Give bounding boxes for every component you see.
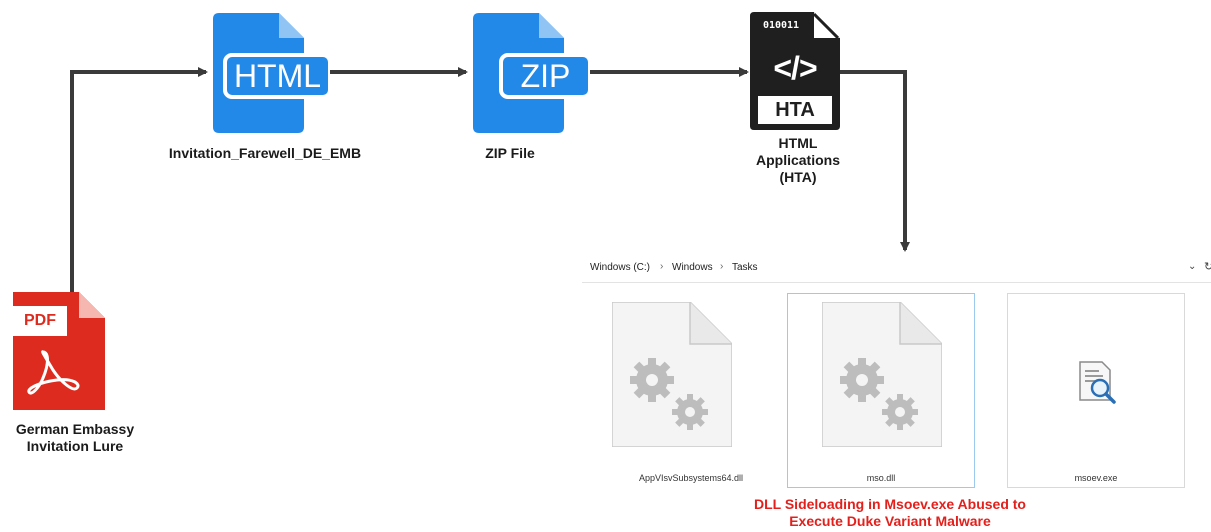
caption-text: DLL Sideloading in Msoev.exe Abused to E… (753, 496, 1026, 529)
html-node-label: Invitation_Farewell_DE_EMB (168, 145, 362, 161)
file-explorer-window: Windows (C:) › Windows › Tasks ⌄ ↻ (582, 253, 1211, 489)
file-name: AppVIsvSubsystems64.dll (638, 473, 744, 483)
pdf-document-icon: PDF (13, 292, 105, 410)
address-bar[interactable]: Windows (C:) › Windows › Tasks ⌄ ↻ (582, 253, 1211, 283)
code-brackets-icon: </> (773, 50, 817, 86)
hta-file-icon: 010011 </> HTA (750, 12, 840, 130)
file-name: mso.dll (866, 473, 896, 483)
chevron-down-icon[interactable]: ⌄ (1188, 261, 1197, 272)
hta-code-text: 010011 (762, 20, 800, 31)
file-item[interactable]: mso.dll (787, 293, 975, 488)
connector-hta-to-explorer (840, 70, 910, 252)
dll-gear-file-icon (612, 302, 732, 447)
file-item[interactable]: msoev.exe (1007, 293, 1185, 488)
pdf-badge-text: PDF (24, 312, 56, 329)
chevron-right-icon: › (660, 261, 664, 272)
hta-node-label: HTML Applications (HTA) (755, 135, 840, 185)
html-file-icon: HTML (213, 13, 330, 133)
hta-badge-text: HTA (775, 99, 815, 121)
breadcrumb-windows[interactable]: Windows (672, 262, 713, 273)
breadcrumb-drive[interactable]: Windows (C:) (590, 262, 651, 273)
refresh-icon[interactable]: ↻ (1204, 261, 1211, 273)
pdf-node-label: German Embassy Invitation Lure (15, 421, 135, 454)
html-badge-text: HTML (233, 58, 322, 94)
connector-pdf-to-html (70, 67, 208, 292)
zip-badge-text: ZIP (520, 58, 571, 94)
file-name: msoev.exe (1074, 473, 1118, 483)
zip-node-label: ZIP File (485, 145, 535, 161)
zip-file-icon: ZIP (473, 13, 590, 133)
exe-magnifier-icon (1079, 361, 1116, 404)
breadcrumb-tasks[interactable]: Tasks (732, 262, 758, 273)
file-item[interactable]: AppVIsvSubsystems64.dll (597, 293, 785, 488)
dll-gear-file-icon (822, 302, 942, 447)
chevron-right-icon: › (720, 261, 724, 272)
